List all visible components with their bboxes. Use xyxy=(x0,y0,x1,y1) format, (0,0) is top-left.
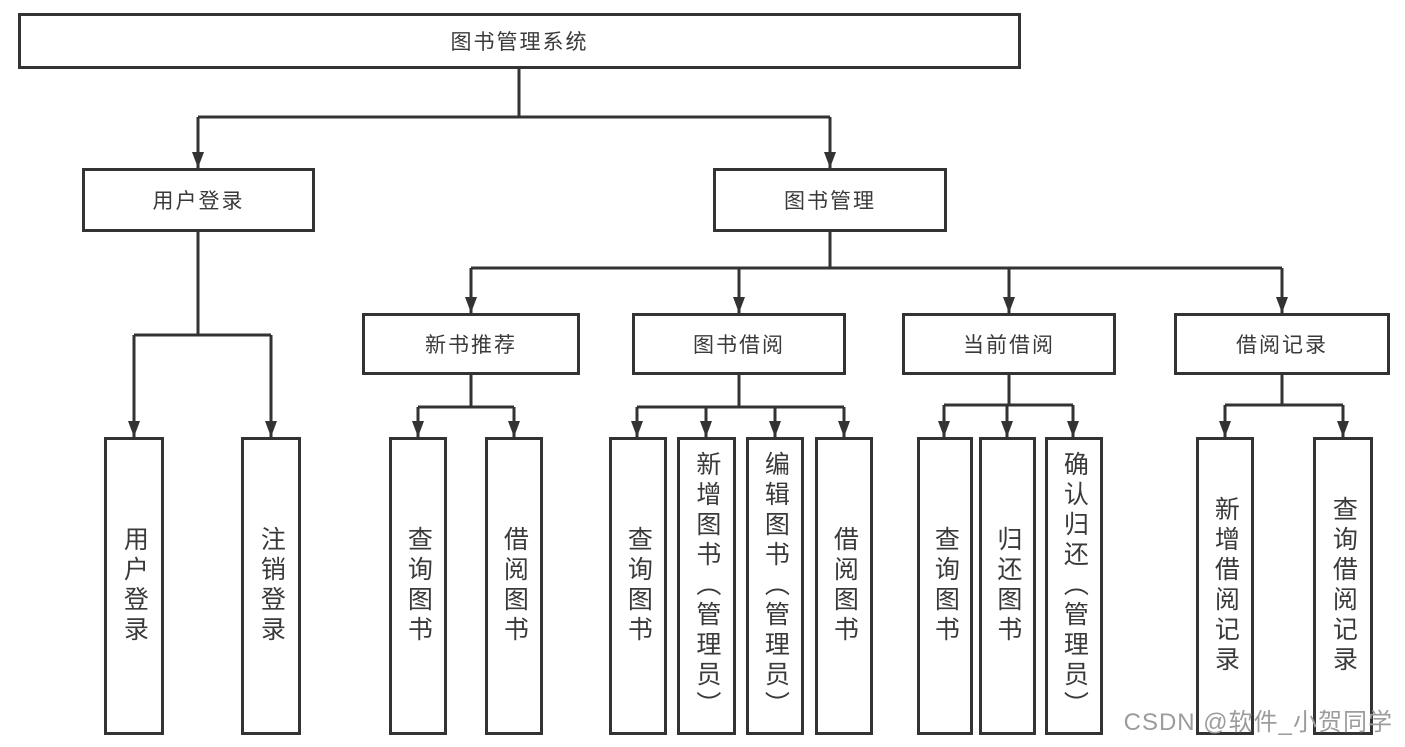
node-label: 用户登录 xyxy=(120,526,149,646)
node-current-borrowing: 当前借阅 xyxy=(902,313,1116,375)
leaf-borrow-book: 借阅图书 xyxy=(815,437,873,735)
csdn-watermark: CSDN @软件_小贺同学 xyxy=(1123,709,1393,736)
node-book-borrowing: 图书借阅 xyxy=(632,313,846,375)
node-book-management: 图书管理 xyxy=(713,168,947,232)
node-label: 图书借阅 xyxy=(693,334,785,357)
node-label: 当前借阅 xyxy=(963,334,1055,357)
node-label: 图书管理系统 xyxy=(450,31,589,54)
node-label: 确认归还（管理员） xyxy=(1060,451,1089,721)
leaf-user-login: 用户登录 xyxy=(104,437,164,735)
bus-book-borrow xyxy=(637,375,844,409)
bus-user-login xyxy=(134,232,271,337)
node-root-library-system: 图书管理系统 xyxy=(18,13,1021,69)
node-label: 查询图书 xyxy=(931,526,960,646)
node-label: 归还图书 xyxy=(993,526,1022,646)
bus-current-borrow xyxy=(944,375,1073,407)
node-new-book-recommendation: 新书推荐 xyxy=(362,313,580,375)
leaf-add-book-admin: 新增图书（管理员） xyxy=(677,437,736,735)
bus-borrow-record xyxy=(1225,375,1343,407)
node-label: 查询借阅记录 xyxy=(1329,496,1358,676)
leaf-query-book: 查询图书 xyxy=(609,437,667,735)
node-borrowing-record: 借阅记录 xyxy=(1174,313,1390,375)
leaf-return-book: 归还图书 xyxy=(979,437,1036,735)
leaf-borrow-book: 借阅图书 xyxy=(485,437,543,735)
node-label: 查询图书 xyxy=(624,526,653,646)
node-label: 新增借阅记录 xyxy=(1211,496,1240,676)
node-label: 借阅图书 xyxy=(830,526,859,646)
leaf-edit-book-admin: 编辑图书（管理员） xyxy=(746,437,804,735)
node-label: 图书管理 xyxy=(784,190,876,213)
node-label: 编辑图书（管理员） xyxy=(761,451,790,721)
bus-root xyxy=(198,69,830,119)
node-label: 注销登录 xyxy=(257,526,286,646)
leaf-query-book: 查询图书 xyxy=(917,437,973,735)
leaf-confirm-return-admin: 确认归还（管理员） xyxy=(1045,437,1103,735)
leaf-logout: 注销登录 xyxy=(241,437,301,735)
bus-book-mgmt xyxy=(471,232,1282,270)
bus-new-book xyxy=(418,375,514,409)
node-label: 新增图书（管理员） xyxy=(692,451,721,721)
leaf-query-borrow-record: 查询借阅记录 xyxy=(1313,437,1373,735)
node-user-login: 用户登录 xyxy=(82,168,315,232)
node-label: 借阅记录 xyxy=(1236,334,1328,357)
node-label: 新书推荐 xyxy=(425,334,517,357)
leaf-query-book: 查询图书 xyxy=(389,437,447,735)
node-label: 用户登录 xyxy=(152,190,245,213)
node-label: 查询图书 xyxy=(404,526,433,646)
leaf-add-borrow-record: 新增借阅记录 xyxy=(1196,437,1254,735)
node-label: 借阅图书 xyxy=(500,526,529,646)
